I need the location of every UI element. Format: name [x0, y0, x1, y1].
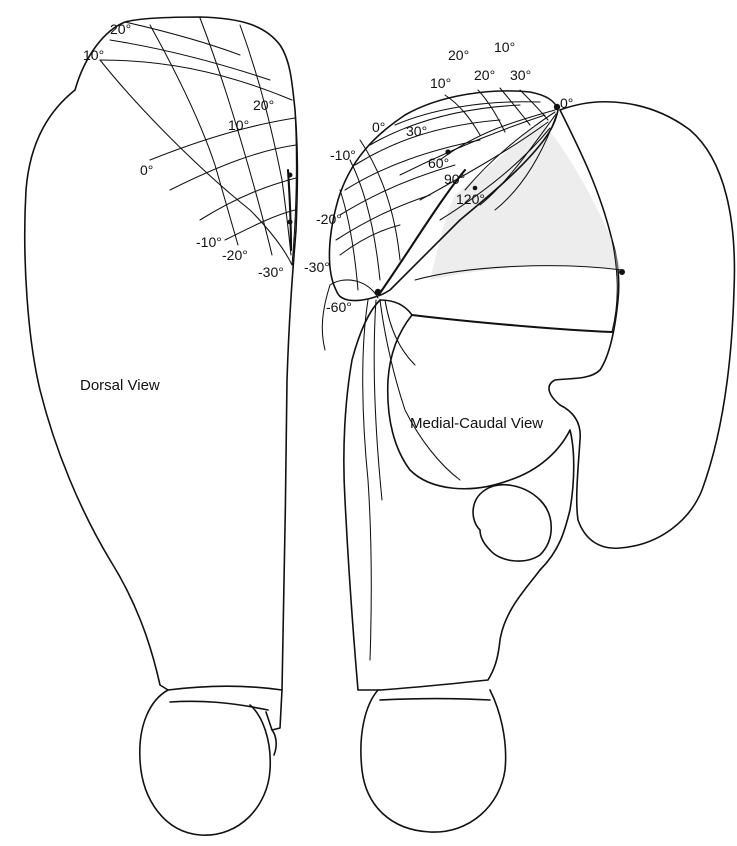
- medial-deg-label: 60°: [428, 155, 449, 171]
- dorsal-lower-lobe: [140, 690, 270, 835]
- dorsal-deg-label: 20°: [253, 97, 274, 113]
- dorsal-outline: [25, 17, 298, 690]
- dorsal-deg-label: -20°: [222, 247, 248, 263]
- medial-deg-label: -10°: [330, 147, 356, 163]
- dorsal-iso-line-20: [125, 22, 240, 55]
- medial-deg-label: 10°: [494, 39, 515, 55]
- medial-deg-label: 120°: [456, 191, 485, 207]
- dorsal-deg-label: -10°: [196, 234, 222, 250]
- medial-deg-label: 30°: [406, 123, 427, 139]
- medial-deg-label: 30°: [510, 67, 531, 83]
- medial-caudal-view: 20° 10° 10° 20° 30° 0° 0° 30° -10° 60° 9…: [304, 39, 734, 832]
- medial-deg-label: 90°: [444, 171, 465, 187]
- medial-central-oval: [473, 485, 551, 561]
- medial-deg-label: 10°: [430, 75, 451, 91]
- dorsal-deg-label: 20°: [110, 21, 131, 37]
- dorsal-deg-label: 10°: [228, 117, 249, 133]
- medial-deg-label: -60°: [326, 299, 352, 315]
- dorsal-view: 20° 10° 20° 10° 0° -10° -20° -30° Dorsal…: [25, 17, 298, 835]
- medial-deg-label: -30°: [304, 259, 330, 275]
- medial-right-lobe-outline: [549, 102, 734, 548]
- medial-deg-label: 0°: [372, 119, 385, 135]
- medial-deg-label: 20°: [474, 67, 495, 83]
- dorsal-deg-label: 10°: [83, 47, 104, 63]
- dorsal-view-label: Dorsal View: [80, 377, 160, 394]
- medial-deg-label: 20°: [448, 47, 469, 63]
- medial-deg-label: -20°: [316, 211, 342, 227]
- medial-view-label: Medial-Caudal View: [410, 415, 543, 432]
- medial-lower-lobe: [361, 690, 506, 832]
- medial-deg-label: 0°: [560, 95, 573, 111]
- dorsal-deg-label: -30°: [258, 264, 284, 280]
- dorsal-deg-label: 0°: [140, 162, 153, 178]
